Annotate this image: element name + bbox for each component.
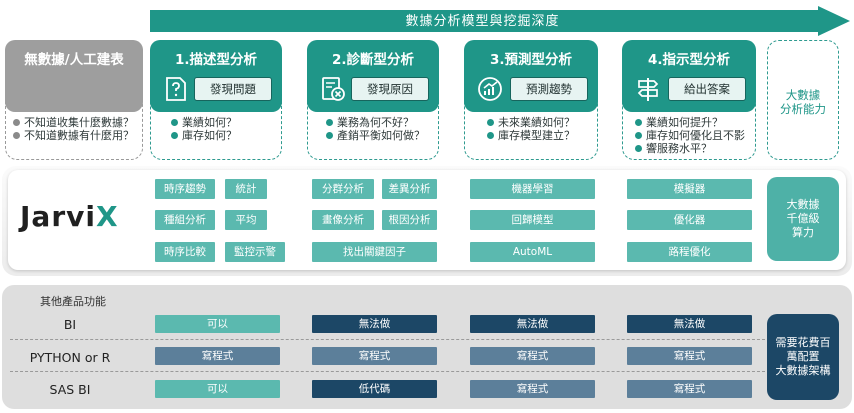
- feature-automl: AutoML: [470, 242, 595, 262]
- stage-title: 3.預測型分析: [489, 52, 573, 68]
- bullet-item: 庫存如何優化且不影: [634, 129, 745, 142]
- cell-python-descriptive: 寫程式: [155, 347, 280, 365]
- question-doc-icon: [166, 77, 186, 101]
- bullet-item: 不知道數據有什麼用？: [12, 129, 134, 142]
- stage-header-prescriptive: 4.指示型分析 給出答案: [622, 40, 756, 112]
- cell-bi-prescriptive: 無法做: [627, 315, 752, 333]
- stage-pill: 發現原因: [351, 77, 429, 101]
- bullet-item: 庫存如何？: [170, 129, 237, 142]
- feature-route-opt: 路程優化: [627, 242, 752, 262]
- feature-regression: 回歸模型: [470, 210, 595, 230]
- cell-sas-diagnostic: 低代碼: [312, 380, 437, 398]
- row-label-bi: BI: [63, 317, 77, 332]
- stage-bullets-diagnostic: 業務為何不好？ 產銷平衡如何做？: [325, 116, 425, 142]
- logo-accent: X: [95, 200, 119, 233]
- signpost-icon: [637, 78, 659, 101]
- compute-power-box: 大數據 千億級 算力: [767, 177, 839, 261]
- stage-bullets-descriptive: 業績如何？ 庫存如何？: [170, 116, 237, 142]
- logo-text: Jarvi: [20, 200, 96, 233]
- row-label-python-r: PYTHON or R: [29, 350, 111, 365]
- stage-pill: 發現問題: [194, 77, 272, 101]
- stage-title: 1.描述型分析: [174, 52, 258, 68]
- bullet-item: 不知道收集什麼數據？: [12, 116, 134, 129]
- bullet-item: 產銷平衡如何做？: [325, 129, 425, 142]
- feature-time-trend: 時序趨勢: [155, 179, 215, 199]
- stage-bullets-predictive: 未來業績如何？ 庫存模型建立？: [486, 116, 575, 142]
- feature-statistics: 統計: [225, 179, 267, 199]
- feature-simulator: 模擬器: [627, 179, 752, 199]
- cell-bi-predictive: 無法做: [470, 315, 595, 333]
- trend-chart-icon: [478, 77, 502, 101]
- feature-monitor-alert: 監控示警: [225, 242, 285, 262]
- feature-profile-analysis: 畫像分析: [312, 210, 374, 230]
- feature-group-analysis: 種組分析: [155, 210, 215, 230]
- depth-arrow: [150, 6, 850, 36]
- row-divider: [10, 371, 765, 372]
- jarvix-logo: JarviX: [20, 200, 119, 233]
- stage-pill: 預測趨勢: [510, 77, 588, 101]
- feature-optimizer: 優化器: [627, 210, 752, 230]
- other-products-title: 其他產品功能: [40, 295, 106, 308]
- stage-title: 2.診斷型分析: [331, 52, 415, 68]
- row-label-sas-bi: SAS BI: [49, 382, 91, 397]
- big-data-label: 大數據 分析能力: [780, 88, 826, 116]
- cell-python-prescriptive: 寫程式: [627, 347, 752, 365]
- cell-sas-predictive: 寫程式: [470, 380, 595, 398]
- bullet-item: 業務為何不好？: [325, 116, 425, 129]
- feature-root-cause: 根因分析: [382, 210, 437, 230]
- cell-sas-descriptive: 可以: [155, 380, 280, 398]
- bullet-item: 庫存模型建立？: [486, 129, 575, 142]
- cell-bi-descriptive: 可以: [155, 315, 280, 333]
- feature-segment-analysis: 分群分析: [312, 179, 374, 199]
- cell-bi-diagnostic: 無法做: [312, 315, 437, 333]
- no-data-header: [5, 40, 143, 112]
- feature-time-compare: 時序比較: [155, 242, 215, 262]
- stage-title: 4.指示型分析: [647, 52, 731, 68]
- bullet-item: 響服務水平？: [634, 142, 745, 155]
- big-data-card: [767, 40, 839, 160]
- cell-sas-prescriptive: 寫程式: [627, 380, 752, 398]
- stage-header-diagnostic: 2.診斷型分析 發現原因: [307, 40, 439, 112]
- cost-box: 需要花費百 萬配置 大數據架構: [767, 314, 839, 400]
- stage-header-predictive: 3.預測型分析 預測趨勢: [464, 40, 598, 112]
- no-data-bullets: 不知道收集什麼數據？ 不知道數據有什麼用？: [12, 116, 134, 142]
- feature-diff-analysis: 差異分析: [382, 179, 437, 199]
- feature-machine-learning: 機器學習: [470, 179, 595, 199]
- bullet-item: 業績如何？: [170, 116, 237, 129]
- bullet-item: 未來業績如何？: [486, 116, 575, 129]
- bullet-item: 業績如何提升？: [634, 116, 745, 129]
- stage-pill: 給出答案: [668, 77, 746, 101]
- stage-bullets-prescriptive: 業績如何提升？ 庫存如何優化且不影 響服務水平？: [634, 116, 745, 155]
- no-data-title: 無數據/人工建表: [24, 52, 124, 68]
- stage-header-descriptive: 1.描述型分析 發現問題: [150, 40, 282, 112]
- feature-key-factor: 找出關鍵因子: [312, 242, 437, 262]
- feature-average: 平均: [225, 210, 267, 230]
- diagnose-doc-icon: [322, 77, 345, 101]
- cell-python-predictive: 寫程式: [470, 347, 595, 365]
- cell-python-diagnostic: 寫程式: [312, 347, 437, 365]
- row-divider: [10, 339, 765, 340]
- depth-arrow-label: 數據分析模型與挖掘深度: [405, 14, 560, 29]
